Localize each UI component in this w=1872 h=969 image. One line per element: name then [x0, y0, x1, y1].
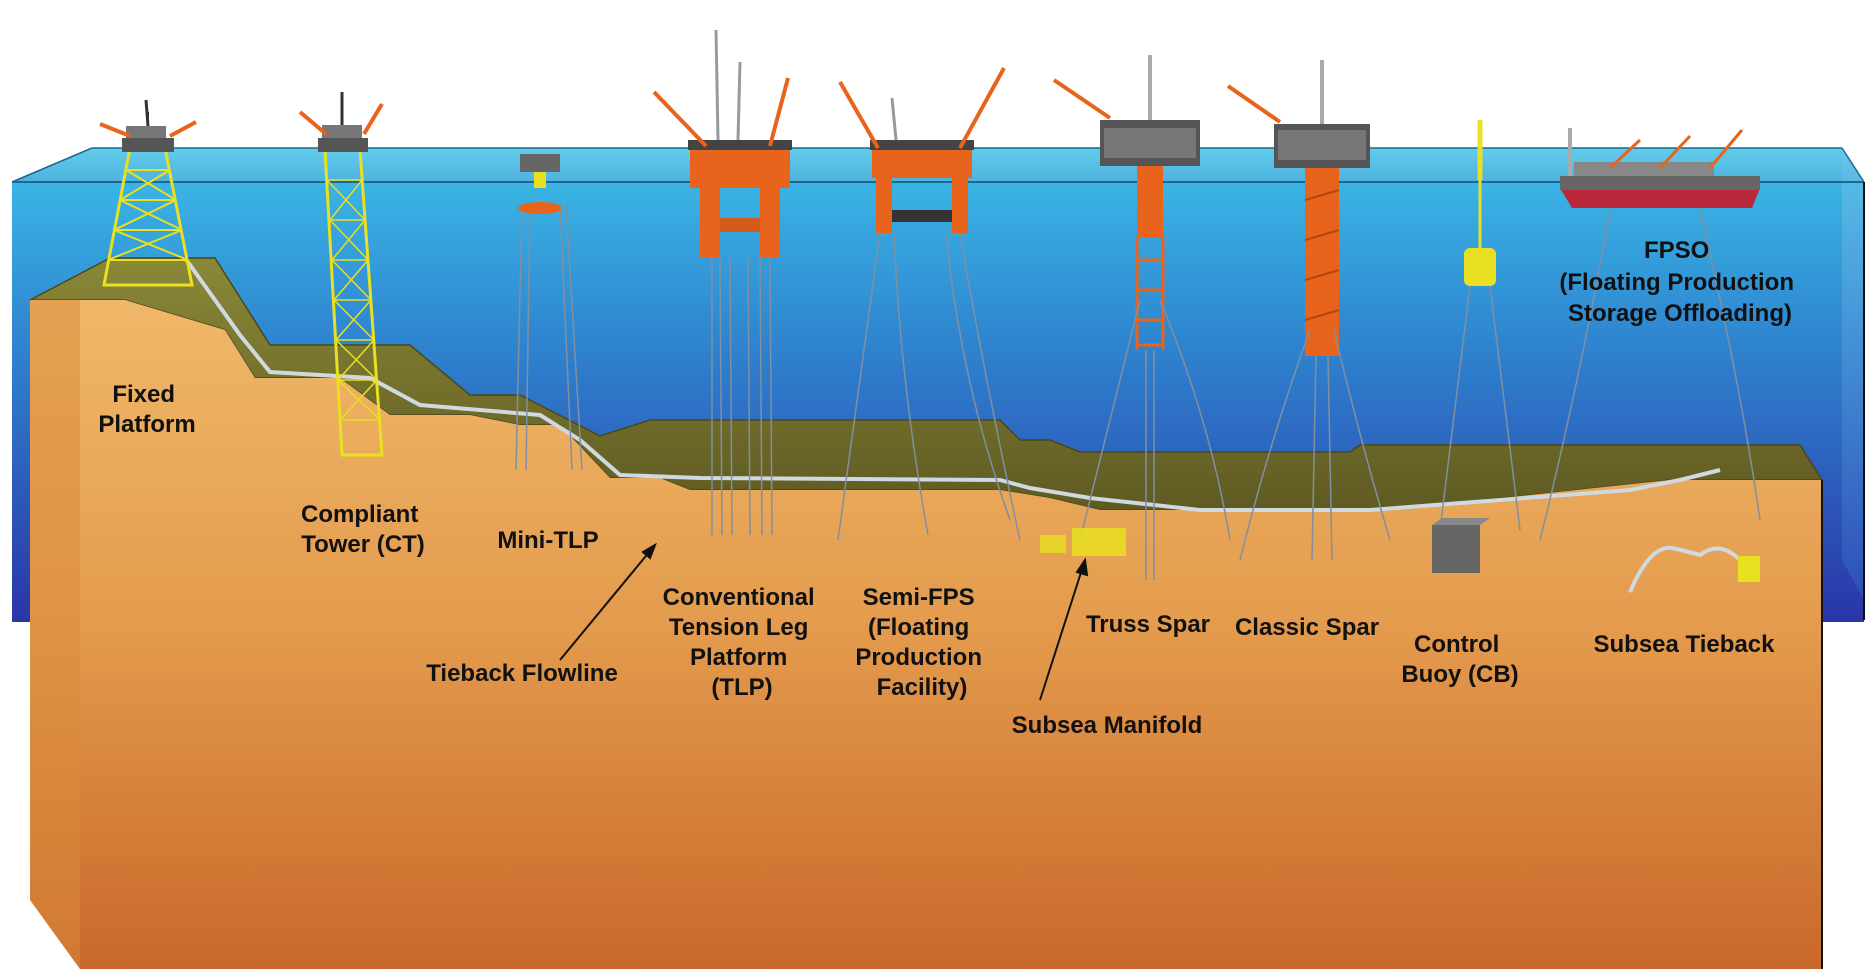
subsea-manifold-arrow	[1039, 559, 1086, 701]
tieback-flowline-arrow	[559, 544, 656, 661]
seabed-terraces	[29, 182, 1865, 969]
label-semi-fps: Semi-FPS (Floating Production Facility)	[855, 584, 988, 701]
label-subsea-manifold: Subsea Manifold	[1012, 712, 1203, 739]
labels: Fixed Platform Compliant Tower (CT) Mini…	[98, 237, 1800, 739]
label-conventional-tlp: Conventional Tension Leg Platform (TLP)	[663, 584, 822, 701]
label-fpso: FPSO (Floating Production Storage Offloa…	[1559, 237, 1800, 327]
label-control-buoy: Control Buoy (CB)	[1401, 631, 1518, 688]
fpso-structure	[1539, 128, 1761, 541]
control-buoy-structure	[1432, 120, 1521, 573]
annotation-arrows	[559, 542, 1089, 701]
earth-front-shade	[30, 300, 80, 969]
earth-block	[30, 300, 1822, 969]
label-truss-spar: Truss Spar	[1086, 611, 1210, 638]
label-fixed-platform: Fixed Platform	[98, 381, 195, 438]
label-mini-tlp: Mini-TLP	[497, 527, 598, 554]
label-compliant-tower: Compliant Tower (CT)	[301, 501, 425, 558]
mini-tlp-structure	[515, 154, 583, 471]
water-right-face	[1842, 148, 1864, 600]
subsea-manifold-structure	[1040, 528, 1126, 556]
label-classic-spar: Classic Spar	[1235, 614, 1379, 641]
truss-spar-structure	[1052, 55, 1231, 580]
fixed-platform-structure	[99, 99, 197, 287]
semi-fps-structure	[837, 67, 1021, 541]
subsea-tieback-structure	[1628, 545, 1760, 593]
compliant-tower-structure	[298, 92, 384, 457]
label-subsea-tieback: Subsea Tieback	[1594, 631, 1776, 658]
classic-spar-structure	[1226, 60, 1391, 561]
label-tieback-flowline: Tieback Flowline	[426, 660, 618, 687]
conventional-tlp-structure	[652, 29, 792, 536]
